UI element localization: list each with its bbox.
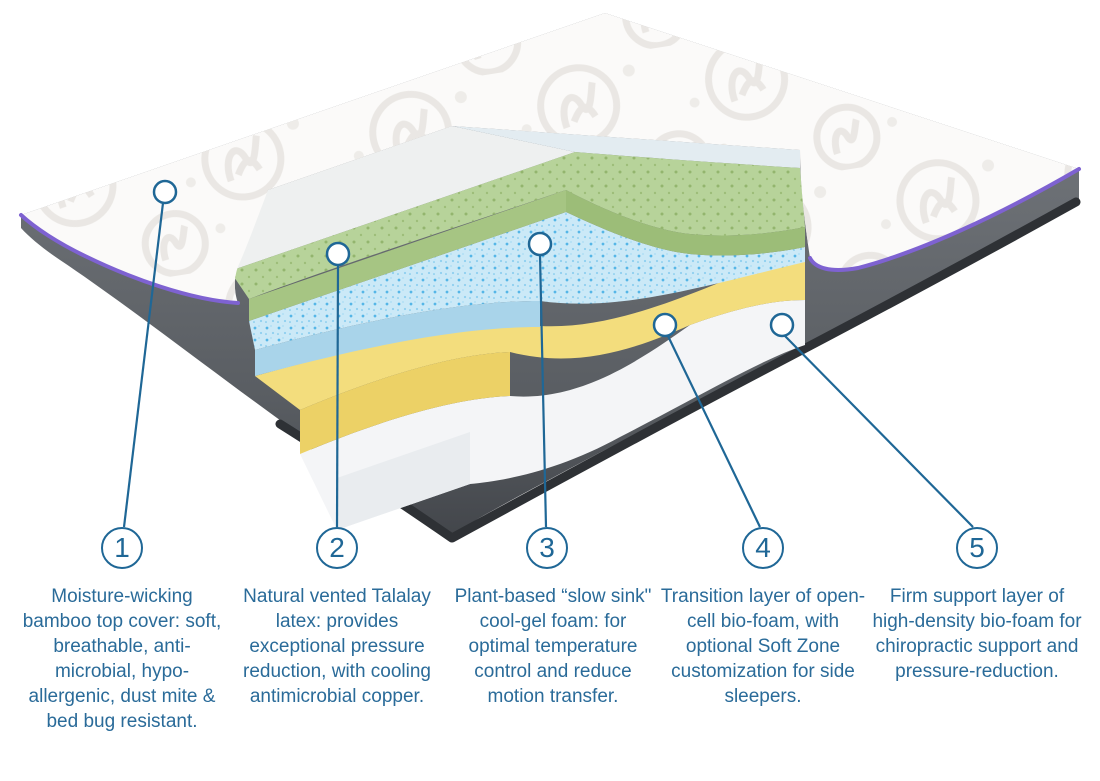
leader-line-5: [784, 335, 974, 528]
transition-foam-shape: [255, 247, 805, 410]
cut-rim: [230, 126, 575, 271]
callout-description-3: Plant-based “slow sink" cool-gel foam: f…: [454, 586, 652, 707]
callout-dot-3: [527, 231, 553, 257]
callout-dot-2: [325, 241, 351, 267]
callout-description-4: Transition layer of open-cell bio-foam, …: [660, 586, 866, 707]
callout-description-2: Natural vented Talalay latex: provides e…: [243, 586, 431, 707]
support-foam-face-shade: [337, 432, 470, 530]
callout-dot-1: [152, 179, 178, 205]
piping-left: [19, 213, 240, 305]
callout-number-2: 2: [316, 527, 358, 569]
piping-right: [808, 167, 1081, 272]
leader-line-1: [122, 202, 165, 528]
bamboo-cover-pattern: [21, 13, 1079, 303]
callout-description-5: Firm support layer of high-density bio-f…: [872, 586, 1082, 682]
callout-number-4: 4: [742, 527, 784, 569]
callout-number-1: 1: [101, 527, 143, 569]
leader-line-2: [335, 264, 340, 528]
callout-number-5: 5: [956, 527, 998, 569]
callout-number-3: 3: [526, 527, 568, 569]
cut-rim: [452, 126, 800, 168]
leader-lines: [122, 202, 974, 528]
callout-dot-5: [769, 312, 795, 338]
transition-foam-front-face: [300, 352, 510, 454]
cool-gel-front-face: [255, 301, 540, 376]
callout-description-1: Moisture-wicking bamboo top cover: soft,…: [22, 586, 222, 732]
latex-layer-dots: [230, 152, 805, 299]
latex-front-face-right: [566, 190, 805, 256]
callout-dot-4: [652, 312, 678, 338]
leader-line-3: [538, 254, 548, 528]
latex-front-face-left: [249, 190, 566, 321]
leader-line-4: [667, 335, 761, 528]
cool-gel-shape: [249, 212, 805, 350]
